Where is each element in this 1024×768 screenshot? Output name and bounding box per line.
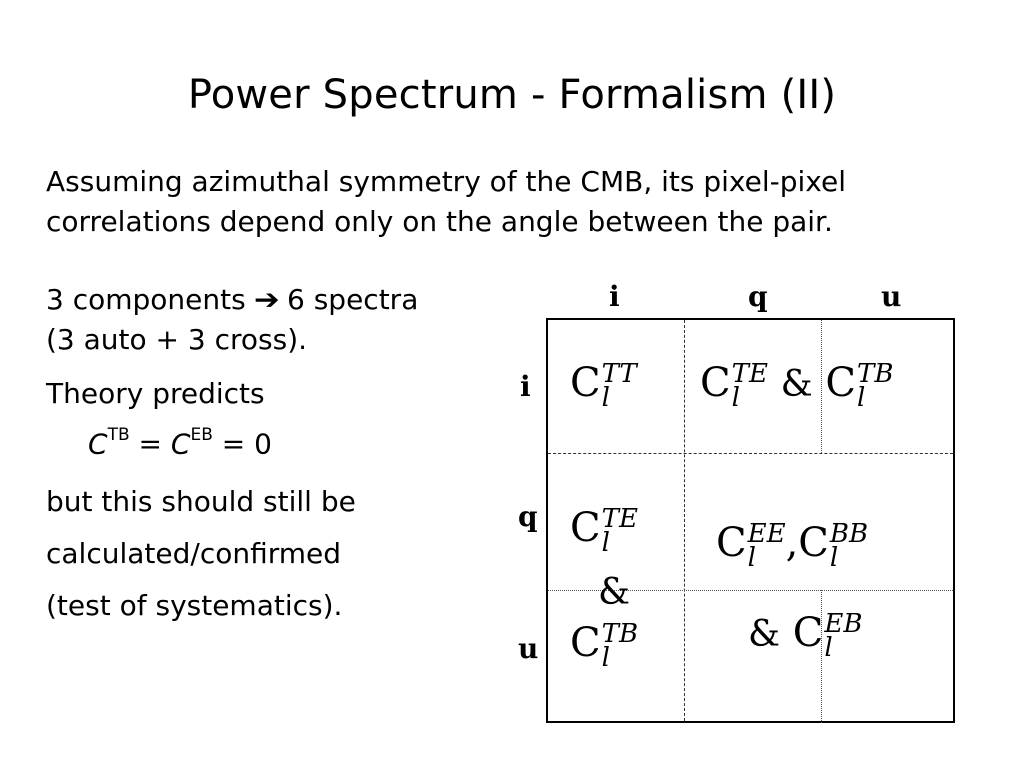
col-label-q: q <box>748 280 768 313</box>
divider-vertical-1 <box>684 320 685 721</box>
intro-line-2: correlations depend only on the angle be… <box>46 205 833 238</box>
col-label-u: u <box>881 280 902 313</box>
cell-ii-sup: TT <box>601 359 637 389</box>
col-label-i: i <box>609 280 620 313</box>
components-suffix: 6 spectra <box>287 283 419 316</box>
but-line: but this should still be <box>46 485 356 519</box>
theory-line: Theory predicts <box>46 377 265 410</box>
formula-sup2: EB <box>190 425 213 445</box>
row-label-u: u <box>518 632 539 665</box>
slide-title: Power Spectrum - Formalism (II) <box>187 72 837 118</box>
intro-paragraph: Assuming azimuthal symmetry of the CMB, … <box>46 162 986 242</box>
left-column: 3 components ➔ 6 spectra (3 auto + 3 cro… <box>46 280 506 632</box>
row-label-q: q <box>518 500 538 533</box>
arrow-right-icon: ➔ <box>253 283 280 316</box>
formula-eq1: = <box>138 427 162 461</box>
divider-horizontal-1 <box>548 453 953 454</box>
formula-eq2: = 0 <box>221 427 272 461</box>
divider-horizontal-2 <box>548 590 953 591</box>
divider-vertical-2-bottom <box>821 590 822 723</box>
formula-c1: C <box>88 427 108 461</box>
intro-line-1: Assuming azimuthal symmetry of the CMB, … <box>46 165 847 198</box>
test-line: (test of systematics). <box>46 589 343 623</box>
calc-line: calculated/confirmed <box>46 537 342 571</box>
divider-vertical-2-top <box>821 320 822 453</box>
components-line-2: (3 auto + 3 cross). <box>46 323 308 356</box>
formula-sup1: TB <box>107 425 130 445</box>
components-line: 3 components ➔ 6 spectra <box>46 280 506 320</box>
components-prefix: 3 components <box>46 283 246 316</box>
formula-c2: C <box>170 427 191 461</box>
cell-qui-amp: & <box>598 572 631 613</box>
row-label-i: i <box>520 370 531 403</box>
theory-formula: CTB = CEB = 0 <box>46 414 506 468</box>
